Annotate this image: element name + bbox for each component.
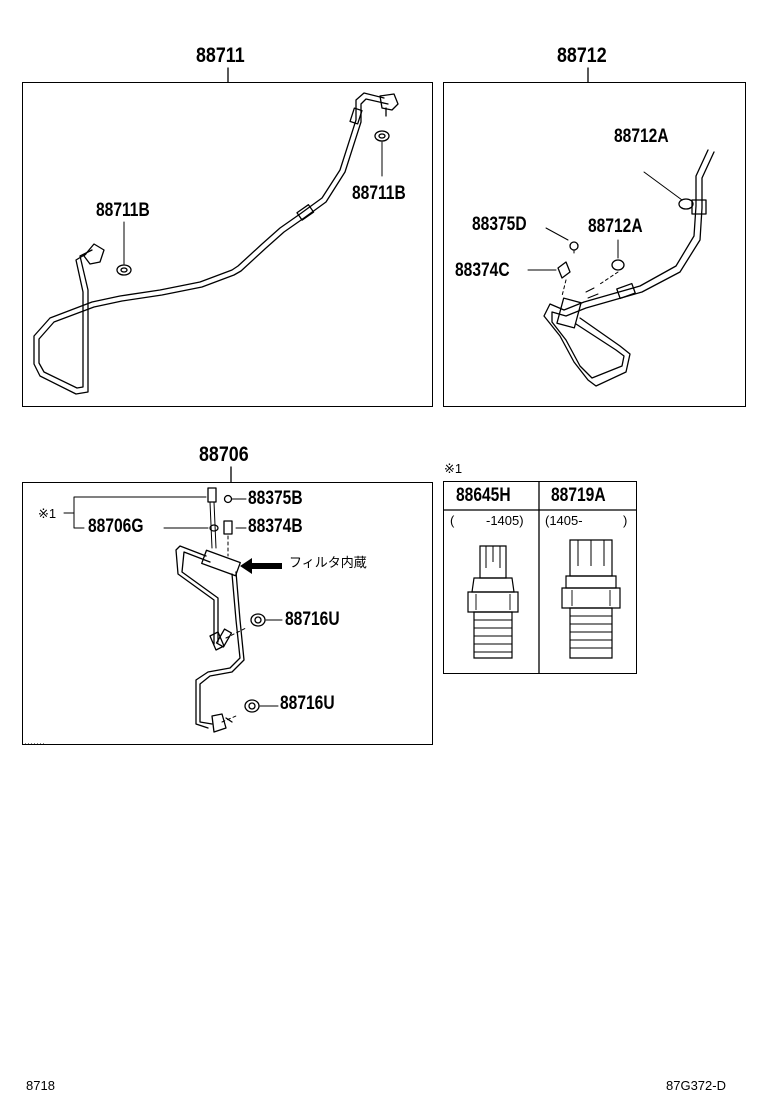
cap-88375d[interactable] (569, 241, 579, 251)
o-ring-88712a-mid[interactable] (611, 259, 625, 271)
callout-88712a-top[interactable]: 88712A (614, 126, 669, 147)
callout-88375b[interactable]: 88375B (248, 488, 303, 509)
panel-88711 (22, 82, 433, 407)
callout-88716u-upper[interactable]: 88716U (285, 609, 340, 630)
callout-88374c[interactable]: 88374C (455, 260, 510, 281)
filter-note-label: フィルタ内蔵 (289, 556, 367, 571)
o-ring-88716u-lower[interactable] (244, 699, 260, 713)
table-col-header-88645h[interactable]: 88645H (456, 485, 511, 506)
footer-right-code: 87G372-D (666, 1078, 726, 1093)
table-range-value-1: -1405) (486, 513, 524, 528)
pipe-88706[interactable] (175, 545, 245, 733)
table-reference-mark: ※1 (444, 461, 463, 476)
panel-88706 (22, 482, 433, 745)
table-range-open-2: (1405- (545, 513, 583, 528)
service-valve-88706g[interactable] (207, 487, 217, 503)
pressure-switch-88719a[interactable] (561, 539, 621, 659)
filter-arrow (240, 558, 282, 574)
callout-88706g[interactable]: 88706G (88, 516, 144, 537)
callout-88712a-mid[interactable]: 88712A (588, 216, 643, 237)
callout-88375d[interactable]: 88375D (472, 214, 527, 235)
callout-88711b-left[interactable]: 88711B (96, 200, 150, 221)
table-range-open-1: ( (450, 513, 455, 528)
valve-88374b[interactable] (223, 520, 233, 535)
o-ring-88716u-upper[interactable] (250, 613, 266, 627)
valve-88374c[interactable] (557, 261, 571, 279)
table-range-value-2: ) (623, 513, 628, 528)
footer-left-code: 8718 (26, 1078, 55, 1093)
section-title-88712: 88712 (557, 44, 607, 67)
switch-table-grid (443, 481, 637, 674)
section-title-88706: 88706 (199, 443, 249, 466)
pipe-88712[interactable] (543, 149, 715, 387)
callout-88711b-right[interactable]: 88711B (352, 183, 406, 204)
o-ring-88711b-right[interactable] (374, 130, 390, 142)
callout-88374b[interactable]: 88374B (248, 516, 303, 537)
cap-88375b[interactable] (223, 494, 233, 504)
callout-88716u-lower[interactable]: 88716U (280, 693, 335, 714)
panel-88712 (443, 82, 746, 407)
pipe-88711[interactable] (33, 92, 399, 395)
table-col-header-88719a[interactable]: 88719A (551, 485, 606, 506)
reference-mark-1: ※1 (38, 506, 57, 521)
section-title-88711: 88711 (196, 44, 245, 67)
switch-table (443, 481, 637, 674)
pressure-switch-88645h[interactable] (467, 545, 519, 659)
o-ring-88711b-left[interactable] (116, 264, 132, 276)
o-ring-88712a-top[interactable] (678, 198, 694, 210)
